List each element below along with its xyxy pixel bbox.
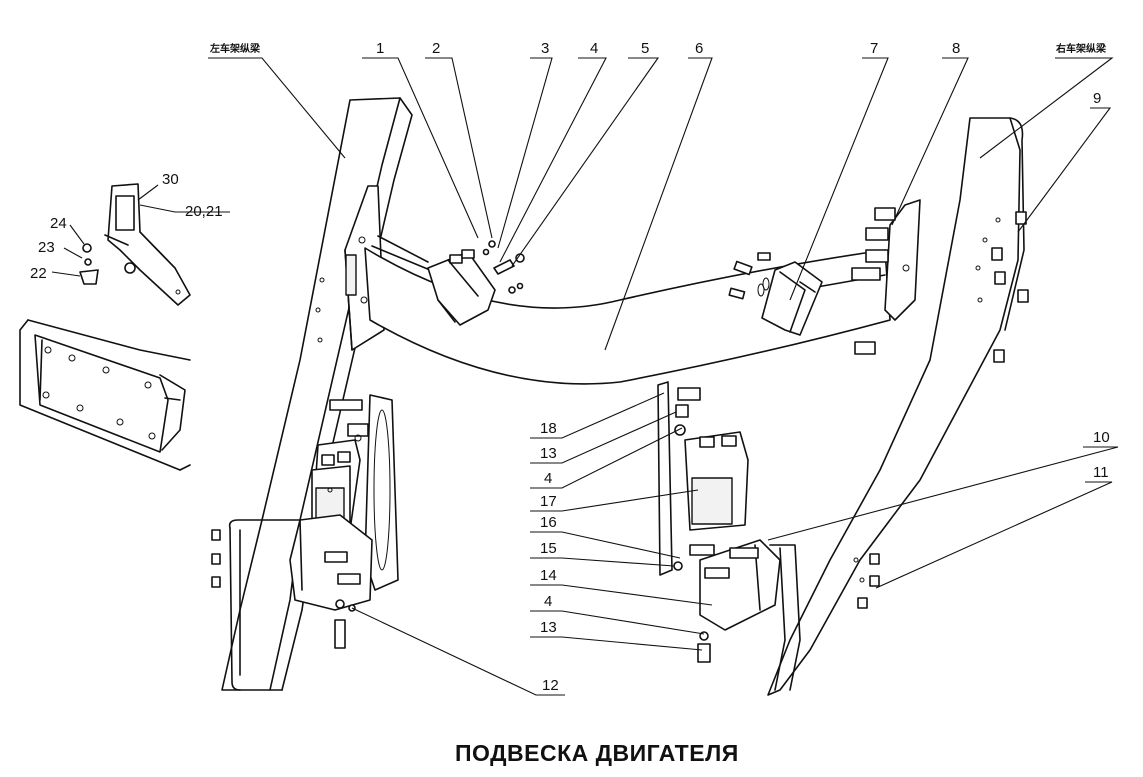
callout-18: 18 bbox=[540, 420, 557, 437]
callout-9: 9 bbox=[1093, 90, 1101, 107]
callout-11: 11 bbox=[1093, 464, 1109, 481]
callout-22: 22 bbox=[30, 265, 47, 282]
callout-7: 7 bbox=[870, 40, 878, 57]
callout-24: 24 bbox=[50, 215, 67, 232]
diagram-title: ПОДВЕСКА ДВИГАТЕЛЯ bbox=[455, 740, 739, 766]
callout-15: 15 bbox=[540, 540, 557, 557]
callout-12: 12 bbox=[542, 677, 559, 694]
right-frame-rail bbox=[767, 117, 1029, 696]
callout-30: 30 bbox=[162, 171, 179, 188]
callout-13-lower: 13 bbox=[540, 619, 557, 636]
crossmember bbox=[364, 235, 891, 385]
callout-10: 10 bbox=[1093, 429, 1110, 446]
callout-13-upper: 13 bbox=[540, 445, 557, 462]
left-lower-mount bbox=[289, 394, 399, 649]
inset-bracket-detail bbox=[79, 183, 191, 306]
callout-23: 23 bbox=[38, 239, 55, 256]
right-engine-bracket bbox=[728, 252, 823, 336]
callout-1: 1 bbox=[376, 40, 384, 57]
callout-6: 6 bbox=[695, 40, 703, 57]
callout-3: 3 bbox=[541, 40, 549, 57]
right-frame-label: 右车架纵梁 bbox=[1055, 42, 1107, 55]
callout-16: 16 bbox=[540, 514, 557, 531]
callout-17: 17 bbox=[540, 493, 557, 510]
callout-2: 2 bbox=[432, 40, 440, 57]
callout-8: 8 bbox=[952, 40, 960, 57]
right-lower-mount bbox=[657, 381, 781, 663]
callout-14: 14 bbox=[540, 567, 557, 584]
leader-lines bbox=[51, 57, 1119, 696]
left-frame-label: 左车架纵梁 bbox=[209, 42, 261, 55]
left-engine-bracket bbox=[427, 240, 525, 326]
callout-20-21: 20,21 bbox=[185, 203, 223, 220]
callout-4: 4 bbox=[590, 40, 598, 57]
labels: 左车架纵梁 右车架纵梁 1 2 3 4 5 6 7 8 9 10 11 12 1… bbox=[30, 40, 1110, 766]
right-crossmember-plate bbox=[851, 199, 921, 355]
callout-4-mid: 4 bbox=[544, 470, 552, 487]
inset-panel-view bbox=[19, 319, 191, 471]
callout-5: 5 bbox=[641, 40, 649, 57]
callout-4-lower: 4 bbox=[544, 593, 552, 610]
